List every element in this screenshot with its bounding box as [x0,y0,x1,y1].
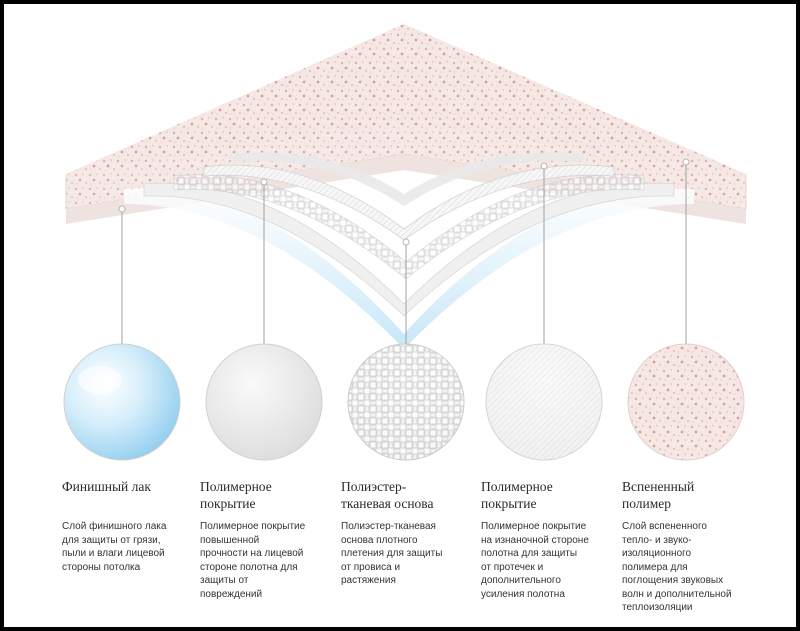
fabric-layer [173,174,645,280]
diagram-canvas: Финишный лак Слой финишного лака для защ… [4,4,796,627]
swatch-woven-fabric [347,343,465,461]
leader-dot-2 [260,178,268,186]
lacquer-layer [124,188,694,349]
layer-title-fabric: Полиэстер- тканевая основа [341,479,434,511]
polymer-layer-back [203,164,615,241]
layer-title-polymer-front: Полимерное покрытие [200,479,272,511]
swatch-textured-polymer [485,343,603,461]
layer-description-lacquer: Слой финишного лака для защиты от грязи,… [62,521,167,573]
swatch-gloss-lacquer [63,343,181,461]
layer-description-fabric: Полиэстер-тканевая основа плотного плете… [341,521,443,586]
leader-dot-4 [540,162,548,170]
layer-description-polymer-back: Полимерное покрытие на изнаночной сторон… [481,521,589,600]
leader-dot-5 [682,158,690,166]
layer-description-polymer-front: Полимерное покрытие повышенной прочности… [200,521,306,600]
leader-dot-1 [118,205,126,213]
foam-slab-top [66,24,746,174]
ceiling-layers-illustration [63,24,747,461]
layer-description-foam: Слой вспененного тепло- и звуко- изоляци… [622,521,732,613]
swatch-smooth-polymer [205,343,323,461]
layer-title-polymer-back: Полимерное покрытие [481,479,553,511]
layer-title-foam: Вспененный полимер [622,479,695,511]
swatch-foam-polymer [627,343,745,461]
layer-title-lacquer: Финишный лак [62,479,151,494]
polymer-layer-front [143,182,675,317]
leader-dot-3 [402,238,410,246]
